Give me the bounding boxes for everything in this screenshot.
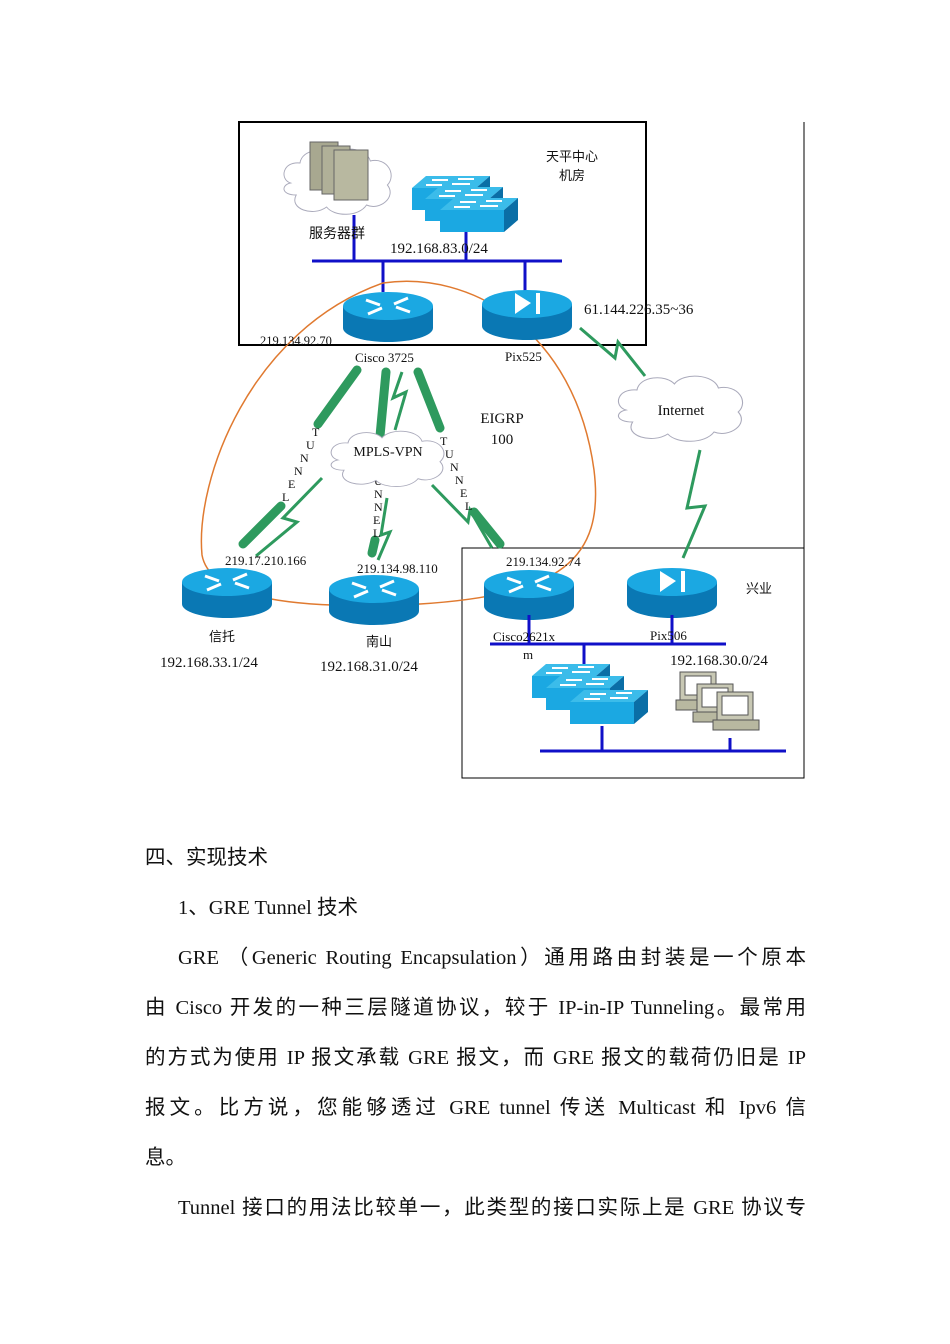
- center-lan-bus: [312, 215, 562, 292]
- cisco-2621-router-icon: [482, 568, 576, 622]
- cisco-3725-label: Cisco 3725: [355, 350, 414, 365]
- cisco-3725-ip: 219.134.92.70: [260, 334, 332, 348]
- svg-text:E: E: [460, 486, 467, 500]
- paragraph-1-line: 报文。比方说，您能够透过 GRE tunnel 传送 Multicast 和 I…: [145, 1097, 806, 1119]
- svg-text:N: N: [374, 500, 383, 514]
- center-site-box: [238, 121, 647, 346]
- paragraph-2-line: Tunnel 接口的用法比较单一，此类型的接口实际上是 GRE 协议专: [178, 1197, 806, 1219]
- nanshan-name: 南山: [366, 634, 392, 649]
- pix506-firewall-icon: [627, 568, 717, 618]
- xintuo-ip: 219.17.210.166: [225, 553, 307, 568]
- xingye-lan: 192.168.30.0/24: [670, 653, 768, 669]
- server-cluster-icon: [283, 141, 392, 215]
- svg-text:N: N: [300, 451, 309, 465]
- cisco-2621-label: Cisco2621x: [493, 629, 556, 644]
- xintuo-lan: 192.168.33.1/24: [160, 655, 258, 671]
- xingye-lan-bus: [490, 615, 786, 753]
- svg-text:MPLS-VPN: MPLS-VPN: [353, 445, 422, 460]
- center-switch-stack-icon: [411, 175, 519, 233]
- svg-text:E: E: [373, 513, 380, 527]
- paragraph-1-line: GRE （Generic Routing Encapsulation）通用路由封…: [178, 947, 806, 969]
- eigrp-label: EIGRP: [480, 411, 523, 427]
- svg-text:L: L: [373, 526, 380, 540]
- svg-text:E: E: [288, 477, 295, 491]
- svg-text:L: L: [282, 490, 289, 504]
- svg-text:U: U: [445, 447, 454, 461]
- center-lan-label: 192.168.83.0/24: [390, 241, 488, 257]
- svg-text:U: U: [306, 438, 315, 452]
- svg-text:T: T: [440, 434, 448, 448]
- cisco-2621-label-2: m: [523, 647, 533, 662]
- network-diagram: T U N N E L T U N N E L T U N N E L MPLS…: [160, 121, 805, 779]
- nanshan-lan: 192.168.31.0/24: [320, 659, 418, 675]
- internet-cloud: Internet: [617, 375, 744, 442]
- svg-text:N: N: [450, 460, 459, 474]
- paragraph-1-line: 息。: [145, 1147, 186, 1169]
- xingye-switch-stack-icon: [531, 663, 649, 725]
- section-heading: 四、实现技术: [145, 847, 268, 869]
- paragraph-1-line: 的方式为使用 IP 报文承载 GRE 报文，而 GRE 报文的载荷仍旧是 IP: [145, 1047, 806, 1069]
- cisco-2621-ip: 219.134.92.74: [506, 554, 581, 569]
- center-site-name: 天平中心: [546, 149, 598, 164]
- nanshan-ip: 219.134.98.110: [357, 561, 438, 576]
- svg-text:L: L: [465, 499, 472, 513]
- center-site-name-2: 机房: [559, 168, 585, 183]
- svg-text:N: N: [294, 464, 303, 478]
- svg-text:T: T: [312, 425, 320, 439]
- subsection-heading: 1、GRE Tunnel 技术: [178, 897, 358, 919]
- pc-group-icon: [675, 671, 760, 731]
- nanshan-router-icon: [327, 573, 421, 627]
- paragraph-1-line: 由 Cisco 开发的一种三层隧道协议，较于 IP-in-IP Tunnelin…: [145, 997, 806, 1019]
- xingye-site-box: [461, 547, 805, 779]
- gre-tunnels: [238, 365, 505, 558]
- svg-text:N: N: [374, 487, 383, 501]
- mpls-vpn-cloud: MPLS-VPN: [330, 430, 445, 488]
- eigrp-as-label: 100: [491, 432, 514, 448]
- xingye-name: 兴业: [746, 581, 772, 596]
- svg-text:Internet: Internet: [658, 403, 705, 419]
- pix525-firewall-icon: [482, 290, 572, 340]
- pix525-label: Pix525: [505, 349, 542, 364]
- wan-links: [255, 326, 708, 561]
- svg-text:N: N: [455, 473, 464, 487]
- eigrp-domain-outline: [200, 280, 597, 607]
- xintuo-router-icon: [180, 566, 274, 620]
- pix525-ip: 61.144.226.35~36: [584, 302, 694, 318]
- pix506-label: Pix506: [650, 628, 687, 643]
- cisco-3725-router-icon: [341, 290, 435, 344]
- server-label: 服务器群: [309, 226, 365, 242]
- xintuo-name: 信托: [209, 629, 235, 644]
